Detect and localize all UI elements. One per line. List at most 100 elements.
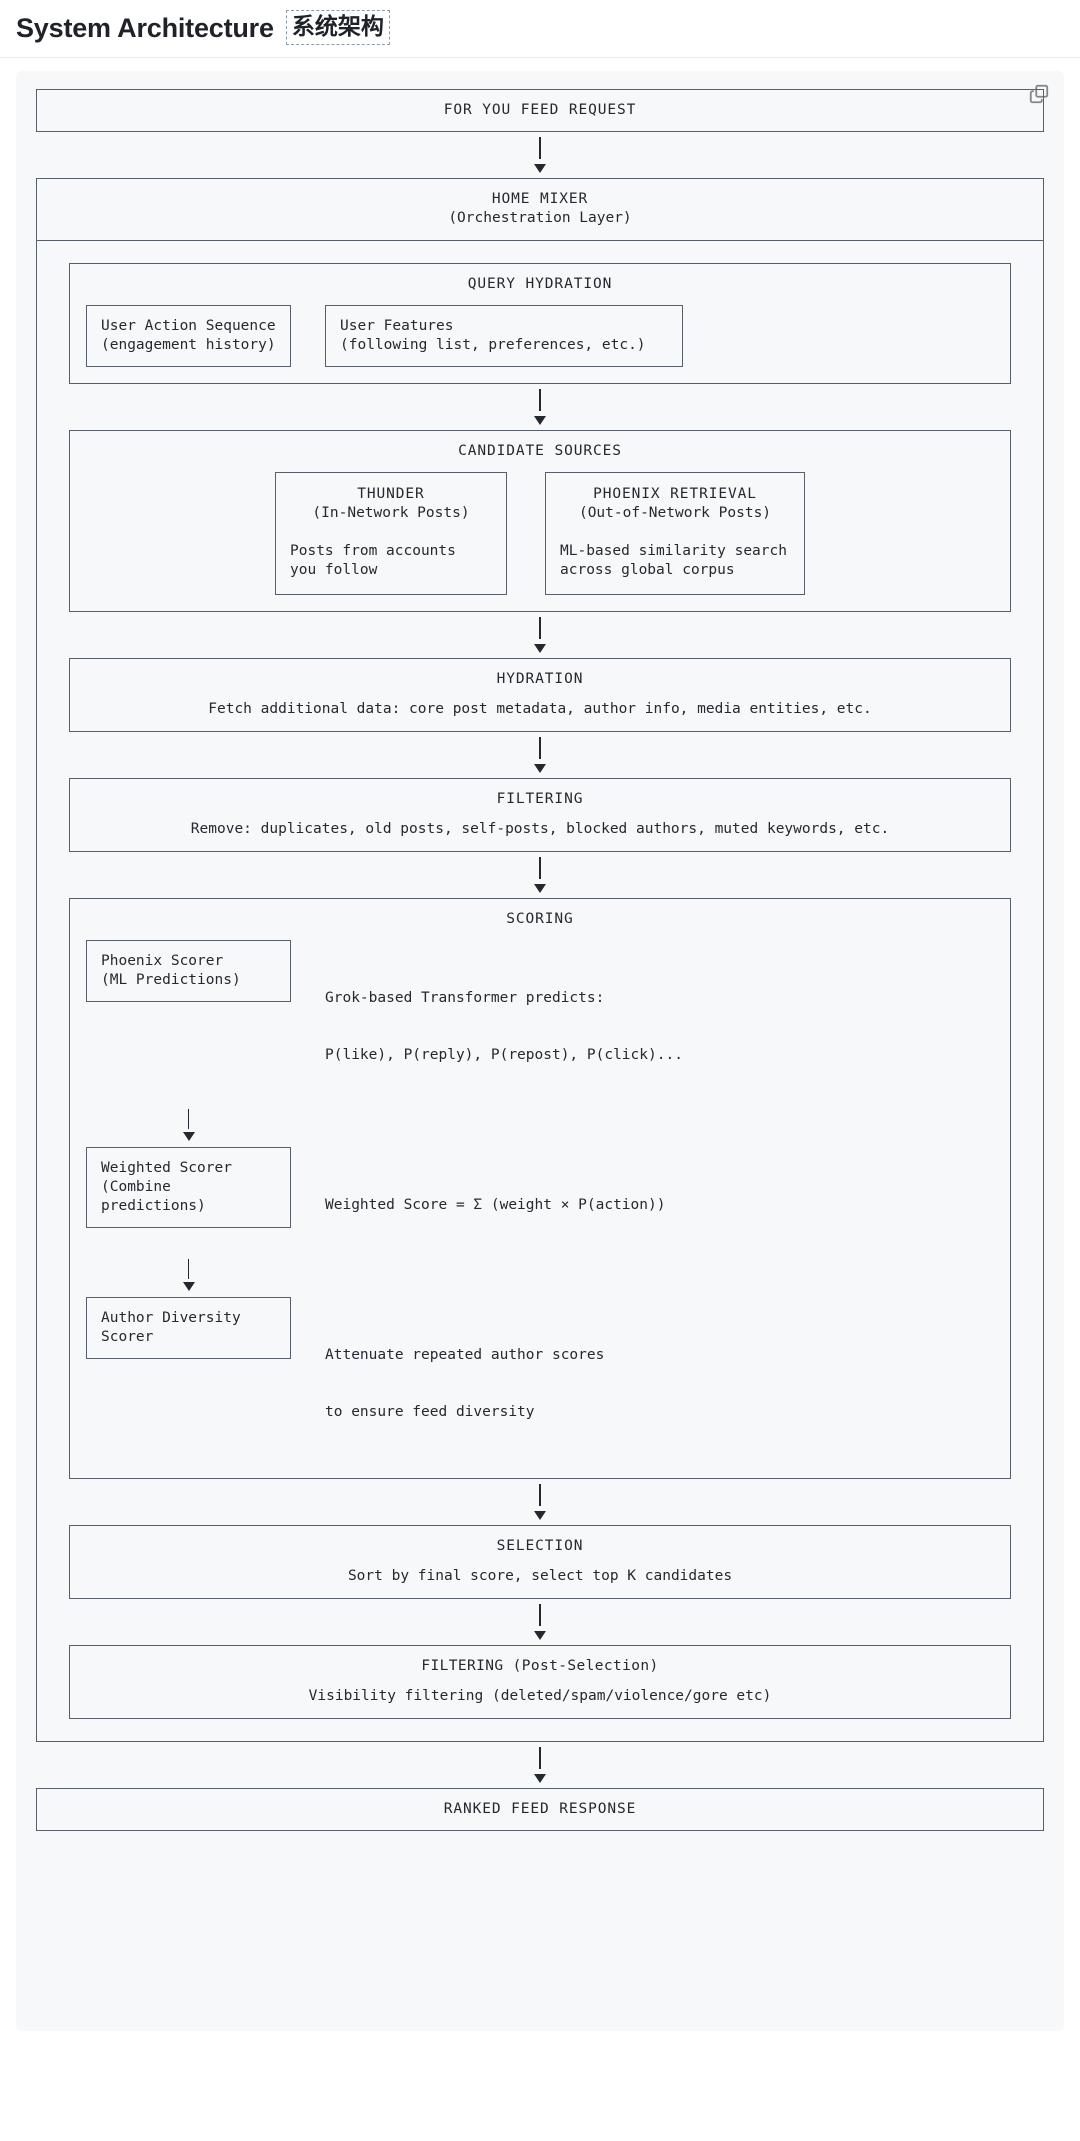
group-query-hydration: QUERY HYDRATION User Action Sequence (en…	[69, 262, 1011, 384]
title-annotation-chinese: 系统架构	[285, 10, 390, 45]
arrow-down-icon	[182, 1131, 195, 1141]
architecture-flow: FOR YOU FEED REQUEST HOME MIXER (Orchest…	[36, 88, 1044, 1831]
weighted-scorer-desc1: Weighted Score = Σ (weight × P(action))	[325, 1196, 666, 1213]
connector-weighted-to-diversity	[86, 1253, 291, 1297]
spacer	[560, 523, 790, 542]
group-filtering-post-selection: FILTERING (Post-Selection) Visibility fi…	[69, 1644, 1011, 1719]
phoenix-scorer-description: Grok-based Transformer predicts: P(like)…	[325, 940, 683, 1103]
arrow-down-icon	[534, 1630, 546, 1640]
phoenix-scorer-desc1: Grok-based Transformer predicts:	[325, 989, 605, 1006]
weighted-scorer-line2: (Combine predictions)	[101, 1178, 206, 1214]
score-box-phoenix-scorer: Phoenix Scorer (ML Predictions)	[86, 939, 291, 1002]
connector-qh-to-candidates	[69, 384, 1011, 430]
phoenix-retrieval-desc2: across global corpus	[560, 561, 735, 578]
arrow-down-icon	[534, 415, 546, 425]
home-mixer-header: HOME MIXER (Orchestration Layer)	[37, 179, 1043, 241]
weighted-scorer-line1: Weighted Scorer	[101, 1159, 232, 1176]
connector-line	[187, 1258, 190, 1279]
candidate-sources-title: CANDIDATE SOURCES	[458, 442, 622, 459]
home-mixer-title: HOME MIXER	[491, 190, 589, 207]
score-box-author-diversity-scorer: Author Diversity Scorer	[86, 1296, 291, 1359]
query-hydration-row: User Action Sequence (engagement history…	[86, 304, 994, 367]
document-header: System Architecture 系统架构	[0, 0, 1080, 58]
arrow-down-icon	[534, 1510, 546, 1520]
author-diversity-desc1: Attenuate repeated author scores	[325, 1346, 605, 1363]
author-diversity-description: Attenuate repeated author scores to ensu…	[325, 1297, 604, 1460]
home-mixer-subtitle: (Orchestration Layer)	[448, 209, 632, 226]
spacer	[290, 523, 492, 542]
group-selection: SELECTION Sort by final score, select to…	[69, 1524, 1011, 1599]
connector-request-to-mixer	[36, 132, 1044, 178]
connector-phoenix-to-weighted	[86, 1103, 291, 1147]
group-filtering: FILTERING Remove: duplicates, old posts,…	[69, 777, 1011, 852]
author-diversity-line2: Scorer	[101, 1328, 154, 1345]
filtering-post-title: FILTERING (Post-Selection)	[421, 1657, 659, 1674]
candidate-sources-row: THUNDER (In-Network Posts) Posts from ac…	[86, 471, 994, 595]
connector-line	[539, 1603, 541, 1626]
group-candidate-sources: CANDIDATE SOURCES THUNDER (In-Network Po…	[69, 429, 1011, 612]
subnode-user-action-sequence: User Action Sequence (engagement history…	[86, 304, 291, 367]
arrow-down-icon	[534, 163, 546, 173]
filtering-post-desc: Visibility filtering (deleted/spam/viole…	[308, 1687, 772, 1704]
connector-line	[539, 136, 541, 159]
thunder-subtitle: (In-Network Posts)	[312, 504, 470, 521]
weighted-scorer-description: Weighted Score = Σ (weight × P(action))	[325, 1147, 665, 1253]
subnode-thunder: THUNDER (In-Network Posts) Posts from ac…	[275, 471, 507, 595]
connector-filtering-to-scoring	[69, 852, 1011, 898]
node-feed-request: FOR YOU FEED REQUEST	[36, 88, 1044, 132]
connector-line	[539, 616, 541, 639]
user-features-line1: User Features	[340, 317, 454, 334]
hydration-title: HYDRATION	[496, 670, 584, 687]
connector-line	[539, 388, 541, 411]
connector-line	[539, 736, 541, 759]
phoenix-scorer-desc2: P(like), P(reply), P(repost), P(click)..…	[325, 1046, 683, 1063]
score-box-weighted-scorer: Weighted Scorer (Combine predictions)	[86, 1146, 291, 1228]
arrow-down-icon	[534, 763, 546, 773]
user-features-line2: (following list, preferences, etc.)	[340, 336, 646, 353]
home-mixer-body: QUERY HYDRATION User Action Sequence (en…	[37, 241, 1043, 1741]
connector-line	[539, 1746, 541, 1769]
page-title: System Architecture	[16, 13, 274, 44]
arrow-down-icon	[182, 1281, 195, 1291]
connector-candidates-to-hydration	[69, 612, 1011, 658]
diagram-codeblock: FOR YOU FEED REQUEST HOME MIXER (Orchest…	[16, 70, 1064, 2031]
selection-title: SELECTION	[496, 1537, 584, 1554]
copy-icon[interactable]	[1028, 83, 1050, 105]
hydration-desc: Fetch additional data: core post metadat…	[208, 700, 872, 717]
scoring-stage-weighted: Weighted Scorer (Combine predictions) We…	[86, 1146, 994, 1253]
node-home-mixer: HOME MIXER (Orchestration Layer) QUERY H…	[36, 177, 1044, 1742]
phoenix-scorer-line2: (ML Predictions)	[101, 971, 241, 988]
node-ranked-feed-response-label: RANKED FEED RESPONSE	[443, 1800, 637, 1817]
scoring-stage-phoenix: Phoenix Scorer (ML Predictions) Grok-bas…	[86, 939, 994, 1103]
connector-selection-to-postfilter	[69, 1599, 1011, 1645]
arrow-down-icon	[534, 1773, 546, 1783]
connector-line	[187, 1108, 190, 1129]
phoenix-scorer-line1: Phoenix Scorer	[101, 952, 224, 969]
subnode-user-features: User Features (following list, preferenc…	[325, 304, 683, 367]
arrow-down-icon	[534, 643, 546, 653]
connector-mixer-to-response	[36, 1742, 1044, 1788]
group-scoring: SCORING Phoenix Scorer (ML Predictions) …	[69, 897, 1011, 1479]
connector-scoring-to-selection	[69, 1479, 1011, 1525]
phoenix-retrieval-desc1: ML-based similarity search	[560, 542, 787, 559]
group-hydration: HYDRATION Fetch additional data: core po…	[69, 657, 1011, 732]
node-ranked-feed-response: RANKED FEED RESPONSE	[36, 1787, 1044, 1831]
thunder-desc2: you follow	[290, 561, 378, 578]
thunder-name: THUNDER	[357, 485, 425, 502]
selection-desc: Sort by final score, select top K candid…	[347, 1567, 733, 1584]
scoring-stage-author-diversity: Author Diversity Scorer Attenuate repeat…	[86, 1296, 994, 1460]
phoenix-retrieval-name: PHOENIX RETRIEVAL	[593, 485, 757, 502]
filtering-title: FILTERING	[496, 790, 584, 807]
user-action-sequence-line2: (engagement history)	[101, 336, 276, 353]
author-diversity-line1: Author Diversity	[101, 1309, 241, 1326]
connector-hydration-to-filtering	[69, 732, 1011, 778]
scoring-title: SCORING	[506, 910, 574, 927]
thunder-desc1: Posts from accounts	[290, 542, 456, 559]
phoenix-retrieval-subtitle: (Out-of-Network Posts)	[578, 504, 772, 521]
node-feed-request-label: FOR YOU FEED REQUEST	[443, 101, 637, 118]
connector-line	[539, 1483, 541, 1506]
author-diversity-desc2: to ensure feed diversity	[325, 1403, 535, 1420]
subnode-phoenix-retrieval: PHOENIX RETRIEVAL (Out-of-Network Posts)…	[545, 471, 805, 595]
user-action-sequence-line1: User Action Sequence	[101, 317, 276, 334]
